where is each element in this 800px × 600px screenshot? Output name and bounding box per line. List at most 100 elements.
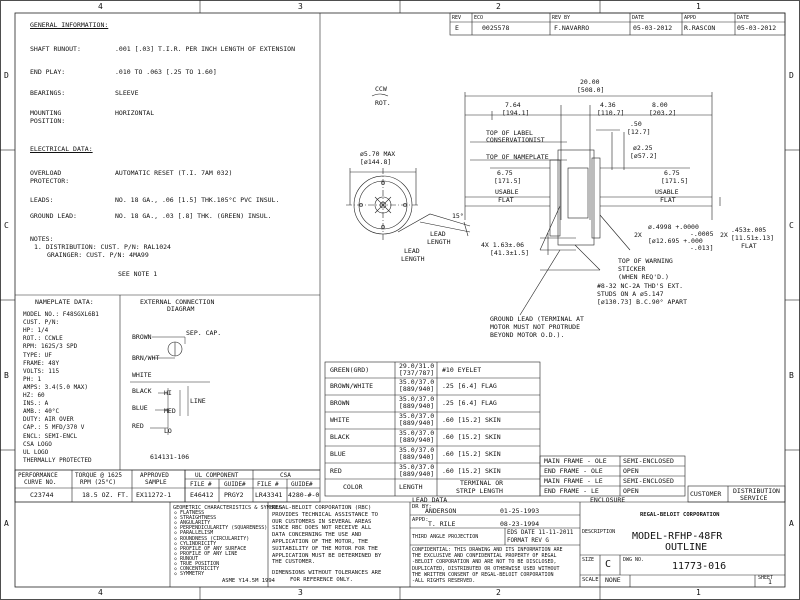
nameplate-line: DUTY: AIR OVER xyxy=(23,416,74,424)
conn-label-med: MED xyxy=(164,407,176,415)
disclaimer-line: THE CUSTOMER. xyxy=(272,559,316,566)
rev-header-date1: DATE xyxy=(632,15,645,21)
disclaimer-line: SUITABILITY OF THE MOTOR FOR THE xyxy=(272,545,378,552)
gdt-item: ◇ PERPENDICULARITY (SQUARENESS) xyxy=(174,525,268,532)
enclosure-end-cell: END FRAME - LE xyxy=(544,487,599,495)
confidential-line: -BELOIT CORPORATION AND ARE NOT TO BE DI… xyxy=(412,559,557,566)
desc-label: DESCRIPTION xyxy=(582,529,616,535)
zone-top-1: 1 xyxy=(696,2,701,11)
label-studs: #8-32 NC-2A THD'S EXT. xyxy=(597,282,684,290)
label-d800b: [203.2] xyxy=(649,109,677,117)
zone-top-3: 3 xyxy=(298,2,303,11)
lead-length-mm-cell: [889/940] xyxy=(399,385,435,393)
size-value: C xyxy=(605,559,612,570)
sheet-value: 1 xyxy=(768,578,772,586)
lead-color-cell: WHITE xyxy=(330,416,350,424)
lead-length-mm-cell: [889/940] xyxy=(399,419,435,427)
rev-value-rev: E xyxy=(455,24,459,32)
general-info-title: GENERAL INFORMATION: xyxy=(30,21,109,29)
label-warning: TOP OF WARNING xyxy=(618,257,673,265)
nameplate-line: RPM: 1625/3 SPD xyxy=(23,343,78,351)
customer-label: CUSTOMER xyxy=(690,490,722,498)
ul-guide-header: GUIDE# xyxy=(224,481,246,488)
label-d050b: [12.7] xyxy=(627,128,651,136)
overload-value: AUTOMATIC RESET (T.I. 7AM 032) xyxy=(115,169,233,177)
enclosure-end-cell: MAIN FRAME - OLE xyxy=(544,457,607,465)
lead-color-cell: RED xyxy=(330,467,342,475)
label-d436b: [110.7] xyxy=(597,109,625,117)
service-label: SERVICE xyxy=(740,494,768,502)
enclosure-caption: ENCLOSURE xyxy=(590,496,626,504)
end-play-label: END PLAY: xyxy=(30,68,66,76)
gdt-item: ◇ PARALLELISM xyxy=(174,530,214,537)
nameplate-line: PH: 1 xyxy=(23,375,42,383)
disclaimer-line: REGAL-BELOIT CORPORATION (RBC) xyxy=(272,505,372,511)
label-d2000: 20.00 xyxy=(580,78,600,86)
perf-h3: APPROVED xyxy=(140,472,169,479)
ground-lead-value: NO. 18 GA., .03 [.8] THK. (GREEN) INSUL. xyxy=(115,212,272,220)
perf-curve-no: C23744 xyxy=(30,491,54,499)
lead-color-cell: BLACK xyxy=(330,433,350,441)
label-d675r: 6.75 xyxy=(664,169,680,177)
bearings-label: BEARINGS: xyxy=(30,89,66,97)
leads-label: LEADS: xyxy=(30,196,54,204)
label-lead-length-b: LEAD xyxy=(404,247,420,255)
label-d225: ø2.25 xyxy=(633,144,653,152)
label-d2000b: [508.0] xyxy=(577,86,605,94)
notes-line-1: 1. DISTRIBUTION: CUST. P/N: RAL1024 xyxy=(34,243,171,251)
rev-header-revby: REV BY xyxy=(552,15,571,21)
label-d570b: [ø144.8] xyxy=(360,158,392,166)
disclaimer-line: DATA CONCERNING THE USE AND xyxy=(272,532,362,539)
zone-right-b: B xyxy=(789,371,794,380)
drawing-title: MODEL-RFHP-48FR xyxy=(632,531,723,542)
rev-value-revby: F.NAVARRO xyxy=(554,24,590,32)
lead-length-cell: 35.0/37.0 xyxy=(399,378,435,386)
nameplate-line: TYPE: UF xyxy=(23,351,52,359)
enclosure-type-cell: OPEN xyxy=(623,487,639,495)
lead-terminal-cell: .60 [15.2] SKIN xyxy=(442,416,501,424)
perf-torque: 18.5 OZ. FT. xyxy=(82,491,129,499)
rev-value-eco: 0025578 xyxy=(482,24,510,32)
confidential-line: DUPLICATED, DISTRIBUTED OR OTHERWISE USE… xyxy=(412,565,560,572)
mounting-label: MOUNTING xyxy=(30,109,62,117)
zone-right-c: C xyxy=(789,221,794,230)
lead-length-cell: 35.0/37.0 xyxy=(399,412,435,420)
lead-footer-length: LENGTH xyxy=(399,483,423,491)
conn-label-sepcap: SEP. CAP. xyxy=(186,329,222,337)
nameplate-line: INS.: A xyxy=(23,400,49,408)
zone-right-d: D xyxy=(789,71,794,80)
lead-length-mm-cell: [889/940] xyxy=(399,402,435,410)
label-ground: GROUND LEAD (TERMINAL AT xyxy=(490,315,584,323)
lead-terminal-cell: .25 [6.4] FLAG xyxy=(442,382,497,390)
lead-length-mm-cell: [889/940] xyxy=(399,436,435,444)
gdt-title: GEOMETRIC CHARACTERISTICS & SYMBOLS xyxy=(173,505,283,511)
zone-top-2: 2 xyxy=(496,2,501,11)
company-name: REGAL-BELOIT CORPORATION xyxy=(640,512,720,518)
conn-label-brnwht: BRN/WHT xyxy=(132,354,160,362)
label-warning-2: STICKER xyxy=(618,265,646,273)
label-d675lb: [171.5] xyxy=(494,177,522,185)
label-flat-dim: .453±.005 xyxy=(731,226,767,234)
nameplate-line: CSA LOGO xyxy=(23,440,52,448)
rev-header-eco: ECO xyxy=(474,15,484,21)
zone-left-c: C xyxy=(4,221,9,230)
scale-value: NONE xyxy=(605,576,621,584)
enclosure-type-cell: SEMI-ENCLOSED xyxy=(623,477,674,485)
lead-length-mm-cell: [889/940] xyxy=(399,453,435,461)
rev-header-date2: DATE xyxy=(737,15,750,21)
perf-h1b: CURVE NO. xyxy=(24,479,57,486)
gdt-item: ◇ FLATNESS xyxy=(174,510,205,516)
perf-h2: TORQUE @ 1625 xyxy=(75,472,122,479)
rev-header-appd: APPD xyxy=(684,15,697,21)
lead-length-cell: 35.0/37.0 xyxy=(399,463,435,471)
label-d436: 4.36 xyxy=(600,101,616,109)
ul-guide: PRGY2 xyxy=(224,491,244,499)
lead-length-cell: 29.0/31.0 xyxy=(399,362,435,370)
label-d675rb: [171.5] xyxy=(661,177,689,185)
label-usable-r: USABLE xyxy=(655,188,679,196)
perf-h3b: SAMPLE xyxy=(145,479,167,486)
nameplate-line: THERMALLY PROTECTED xyxy=(23,456,92,464)
nameplate-line: HZ: 60 xyxy=(23,392,45,399)
label-d163: 4X 1.63±.06 xyxy=(481,241,525,249)
label-d163b: [41.3±1.5] xyxy=(490,249,530,257)
